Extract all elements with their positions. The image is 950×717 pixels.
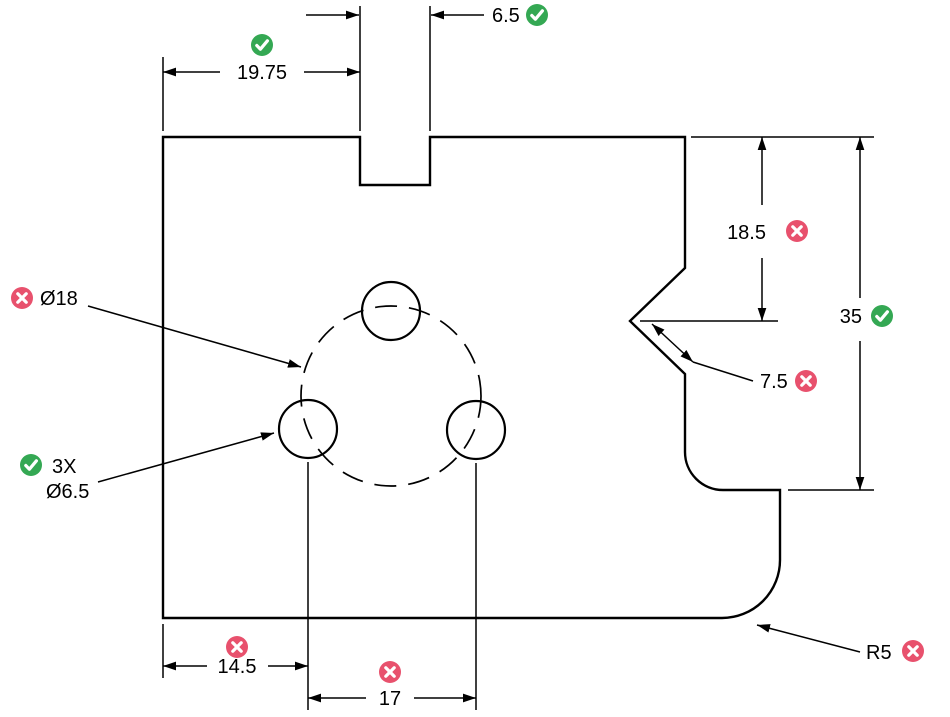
- x-icon[interactable]: [786, 220, 808, 242]
- dim-hole-callout: 3X Ø6.5: [20, 432, 275, 503]
- part-geometry: [161, 135, 782, 620]
- dim-notch-vertical-offset: 18.5: [640, 136, 874, 322]
- check-icon[interactable]: [251, 34, 273, 56]
- leader-line: [756, 624, 861, 653]
- dim-right-height: 35: [788, 137, 893, 491]
- part-outline: [161, 135, 782, 620]
- dim-label-slot-left-offset: 19.75: [237, 62, 287, 84]
- dim-corner-radius: R5: [756, 624, 924, 664]
- leader-line: [87, 305, 302, 368]
- dim-hole-left-offset: 14.5: [162, 462, 309, 710]
- check-icon[interactable]: [20, 454, 42, 476]
- dim-label-hole-spacing: 17: [379, 688, 401, 710]
- dim-label-notch-vertical-offset: 18.5: [727, 222, 766, 244]
- leader-line: [97, 432, 275, 483]
- dim-label-corner-radius: R5: [866, 642, 892, 664]
- x-icon[interactable]: [795, 370, 817, 392]
- x-icon[interactable]: [379, 661, 401, 683]
- dimension-line: [651, 323, 694, 363]
- dim-label-bolt-circle-diameter: Ø18: [40, 288, 78, 310]
- x-icon[interactable]: [226, 636, 248, 658]
- x-icon[interactable]: [11, 287, 33, 309]
- leader-line: [692, 361, 754, 382]
- dim-label-hole-count: 3X: [52, 456, 76, 478]
- dim-notch-width: 7.5: [651, 323, 817, 393]
- x-icon[interactable]: [902, 640, 924, 662]
- dim-label-notch-width: 7.5: [760, 371, 788, 393]
- dim-label-hole-diameter: Ø6.5: [46, 481, 89, 503]
- hole-top: [360, 280, 422, 342]
- hole-bottom-right: [445, 399, 507, 461]
- hole-bottom-left: [277, 398, 339, 460]
- check-icon[interactable]: [871, 305, 893, 327]
- dim-label-hole-left-offset: 14.5: [218, 656, 257, 678]
- dim-label-right-height: 35: [840, 306, 862, 328]
- dim-label-slot-width: 6.5: [492, 5, 520, 27]
- dim-hole-spacing: 17: [308, 463, 477, 710]
- dim-bolt-circle-diameter: Ø18: [11, 287, 302, 368]
- check-icon[interactable]: [526, 4, 548, 26]
- dim-slot-left-offset: 19.75: [162, 34, 360, 131]
- dim-slot-width: 6.5: [306, 4, 548, 131]
- bolt-circle: [300, 305, 482, 487]
